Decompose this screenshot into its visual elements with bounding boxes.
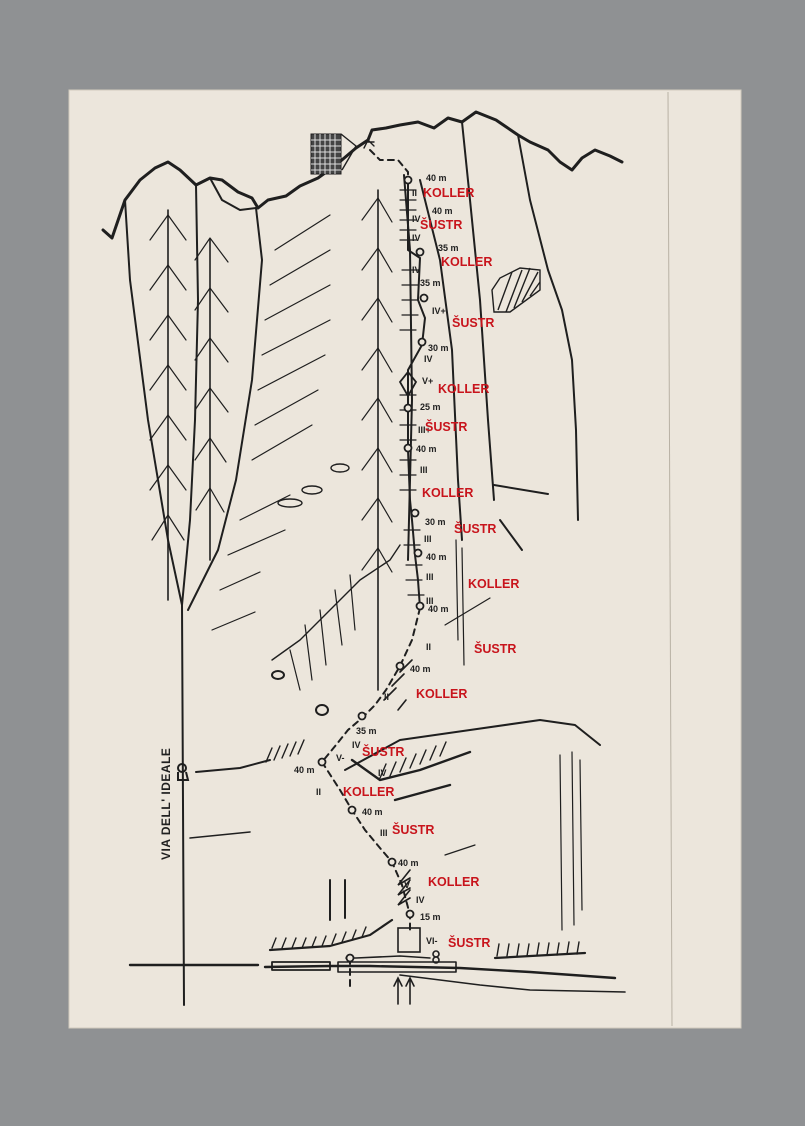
pitch-length: 40 m <box>426 173 447 183</box>
crux-diamond <box>398 370 418 398</box>
belay-station <box>415 601 425 611</box>
pitch-grade: III <box>424 534 432 544</box>
pitch-length: 40 m <box>294 765 315 775</box>
belay-station <box>387 857 397 867</box>
leader-label: KOLLER <box>343 785 394 799</box>
belay-station <box>357 711 367 721</box>
pitch-length: 25 m <box>420 402 441 412</box>
pitch-grade: III <box>426 596 434 606</box>
pitch-grade: II <box>316 787 321 797</box>
pitch-length: 40 m <box>428 604 449 614</box>
pitch-grade: IV <box>412 233 421 243</box>
pitch-length: 40 m <box>426 552 447 562</box>
belay-station <box>410 508 420 518</box>
pitch-length: 30 m <box>428 343 449 353</box>
pitch-grade: II <box>384 692 389 702</box>
pitch-grade: III <box>380 828 388 838</box>
climbing-route <box>321 138 440 1005</box>
belay-station <box>405 909 415 919</box>
belay-stations <box>317 175 429 963</box>
leader-label: KOLLER <box>468 577 519 591</box>
pitch-grade: V <box>404 880 410 890</box>
belay-station <box>415 247 425 257</box>
pitch-length: 35 m <box>356 726 377 736</box>
pitch-length: 40 m <box>362 807 383 817</box>
pitch-grade: IV+ <box>432 306 446 316</box>
belay-station <box>403 403 413 413</box>
card <box>68 89 742 1029</box>
figure-icon <box>177 763 190 781</box>
pitch-length: 35 m <box>420 278 441 288</box>
pitch-grade: IV <box>412 214 421 224</box>
leader-label: KOLLER <box>441 255 492 269</box>
belay-station <box>403 443 413 453</box>
pitch-length: 35 m <box>438 243 459 253</box>
belay-station <box>403 175 413 185</box>
leader-label: ŠUSTR <box>454 521 496 536</box>
leader-label: KOLLER <box>423 186 474 200</box>
pitch-grade: IV <box>378 768 387 778</box>
pitch-length: 15 m <box>420 912 441 922</box>
pitch-lengths: 40 m 40 m 35 m 35 m 30 m 25 m 40 m 30 m … <box>294 173 459 922</box>
leader-label: ŠUSTR <box>420 217 462 232</box>
pitch-grades: II IV IV IV+ IV V+ III+ III III III II I… <box>316 188 446 946</box>
leader-label: ŠUSTR <box>452 315 494 330</box>
pitch-grade: VI- <box>426 936 438 946</box>
belay-station <box>347 805 357 815</box>
pitch-grade: III <box>420 465 428 475</box>
leader-label: KOLLER <box>416 687 467 701</box>
pitch-grade: IV <box>352 740 361 750</box>
pitch-length: 30 m <box>425 517 446 527</box>
leader-label: ŠUSTR <box>392 822 434 837</box>
pitch-grade: IV <box>416 895 425 905</box>
pitch-grade: II <box>412 188 417 198</box>
overhang-hatch <box>491 267 541 313</box>
leader-label: KOLLER <box>422 486 473 500</box>
card-fold-line <box>667 91 673 1027</box>
leader-label: ŠUSTR <box>448 935 490 950</box>
pitch-length: 40 m <box>416 444 437 454</box>
belay-station <box>395 661 405 671</box>
pitch-grade: V- <box>336 753 345 763</box>
pitch-grade: II <box>426 642 431 652</box>
belay-station <box>413 548 423 558</box>
leader-label: ŠUSTR <box>362 744 404 759</box>
pitch-grade: III <box>426 572 434 582</box>
pitch-grade: V+ <box>422 376 433 386</box>
belay-station <box>317 757 327 767</box>
leader-label: ŠUSTR <box>474 641 516 656</box>
belay-station <box>345 953 355 963</box>
pitch-grade: IV <box>424 354 433 364</box>
pitch-grade: III+ <box>418 425 431 435</box>
pitch-length: 40 m <box>398 858 419 868</box>
pitch-grade: IV <box>412 265 421 275</box>
pitch-length: 40 m <box>432 206 453 216</box>
leader-label: ŠUSTR <box>425 419 467 434</box>
leader-label: KOLLER <box>428 875 479 889</box>
route-name: VIA DELL' IDEALE <box>159 748 173 860</box>
leader-label: KOLLER <box>438 382 489 396</box>
mountain-sketch <box>101 110 626 1006</box>
belay-station <box>417 337 427 347</box>
pitch-length: 40 m <box>410 664 431 674</box>
belay-station <box>419 293 429 303</box>
leader-annotations: KOLLER ŠUSTR KOLLER ŠUSTR KOLLER ŠUSTR K… <box>343 186 519 950</box>
summit-hut-icon <box>310 133 357 175</box>
